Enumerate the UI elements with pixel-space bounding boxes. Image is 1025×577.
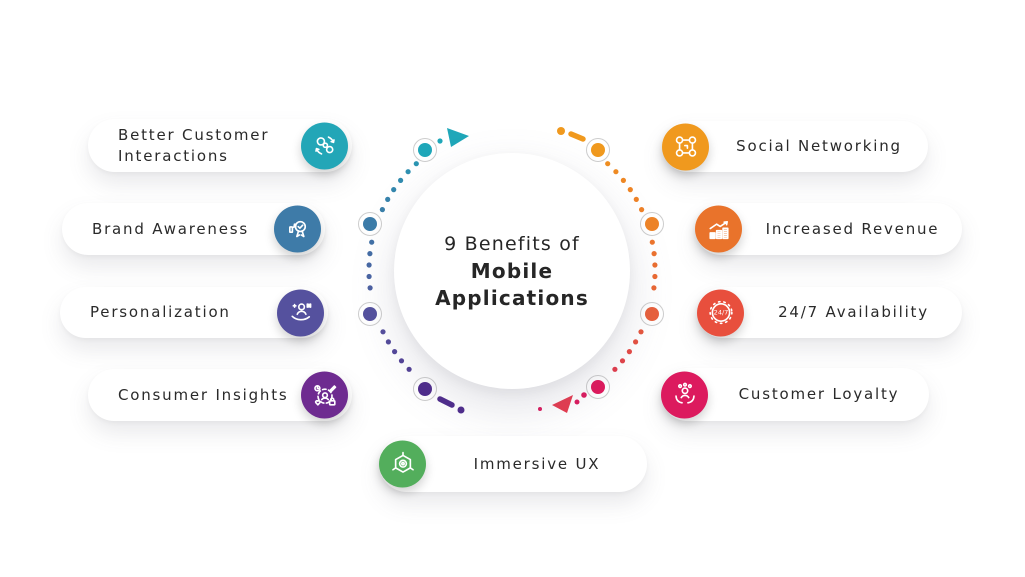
benefit-label: Better Customer Interactions	[118, 125, 270, 165]
benefit-label: Consumer Insights	[118, 385, 289, 404]
ring-dots	[366, 161, 658, 372]
arc-dot	[367, 251, 373, 257]
arc-dot	[366, 273, 372, 280]
arc-dot	[639, 207, 645, 213]
benefit-label: 24/7 Availability	[778, 303, 929, 321]
arc-dot	[406, 366, 412, 372]
benefit-better-customer-interactions: Better Customer Interactions	[88, 119, 352, 172]
arc-dot	[613, 169, 619, 175]
bottom-left-dash	[437, 396, 455, 408]
benefit-label: Increased Revenue	[765, 219, 940, 238]
benefit-consumer-insights: Consumer Insights	[88, 369, 352, 421]
social-networking-icon	[662, 123, 709, 170]
arc-dot	[574, 399, 580, 405]
arc-dot	[413, 161, 419, 167]
benefit-label: Brand Awareness	[92, 219, 249, 238]
24-7-clock-icon: 24/7	[697, 289, 744, 336]
arc-dot	[398, 177, 404, 183]
page-title: 9 Benefits of	[444, 232, 580, 255]
benefit-label: Customer Loyalty	[738, 385, 900, 403]
arc-dot	[538, 407, 542, 411]
benefit-24-7-availability: 24/7 24/7 Availability	[697, 287, 962, 338]
arc-dot	[392, 349, 398, 355]
ring-node	[413, 377, 437, 401]
arc-dot	[379, 207, 385, 213]
arc-dot	[380, 329, 386, 335]
ring-node	[640, 302, 664, 326]
arc-dot	[633, 196, 639, 202]
benefit-brand-awareness: Brand Awareness	[62, 203, 325, 255]
arc-dot	[581, 392, 587, 398]
arc-dot	[633, 339, 639, 345]
page-title: Applications	[435, 285, 589, 310]
arc-dot	[366, 262, 372, 268]
bottom-arrowhead-icon	[552, 395, 573, 413]
svg-text:24/7: 24/7	[713, 309, 728, 317]
ring-node	[358, 302, 382, 326]
arc-dot	[651, 285, 657, 291]
ring-node	[586, 375, 610, 399]
personalization-icon	[277, 289, 324, 336]
ring-node	[640, 212, 664, 236]
arc-dot	[398, 358, 405, 364]
arc-dot	[649, 239, 655, 245]
arc-dot	[626, 349, 633, 355]
arc-dot	[385, 196, 391, 202]
ring-node	[358, 212, 382, 236]
immersive-ux-icon	[379, 440, 426, 488]
arc-dot	[391, 187, 397, 193]
arc-dot	[638, 329, 644, 335]
benefit-increased-revenue: Increased Revenue	[695, 203, 962, 255]
arc-dot	[652, 273, 658, 280]
top-right-dash	[568, 131, 586, 142]
benefit-label: Social Networking	[736, 137, 902, 155]
arc-dot	[605, 161, 611, 167]
consumer-insights-icon	[301, 371, 348, 419]
arc-dot	[627, 187, 633, 193]
arc-dot	[369, 239, 375, 245]
benefit-customer-loyalty: Customer Loyalty	[661, 368, 929, 421]
customer-interactions-icon	[301, 122, 348, 169]
page-title: Mobile	[470, 258, 554, 283]
ring-node	[586, 138, 610, 162]
bottom-left-dot	[457, 406, 465, 414]
arc-dot	[437, 138, 443, 144]
ring-node	[413, 138, 437, 162]
benefit-social-networking: Social Networking	[662, 121, 928, 172]
top-right-dot	[557, 127, 565, 135]
arc-dot	[619, 358, 626, 364]
benefit-label: Immersive UX	[473, 454, 601, 473]
arc-dot	[620, 177, 627, 183]
increased-revenue-icon	[695, 205, 742, 253]
arc-dot	[405, 169, 411, 175]
top-arrowhead-icon	[447, 128, 469, 147]
arc-dot	[612, 366, 618, 372]
benefit-immersive-ux: Immersive UX	[379, 436, 647, 492]
benefit-personalization: Personalization	[60, 287, 328, 338]
customer-loyalty-icon	[661, 371, 708, 418]
arc-dot	[651, 251, 657, 257]
arc-dot	[652, 262, 658, 268]
arc-dot	[385, 339, 391, 345]
benefit-label: Personalization	[90, 303, 231, 321]
center-circle: 9 Benefits of Mobile Applications	[394, 153, 630, 389]
brand-awareness-icon	[274, 205, 321, 253]
arc-dot	[367, 285, 373, 291]
